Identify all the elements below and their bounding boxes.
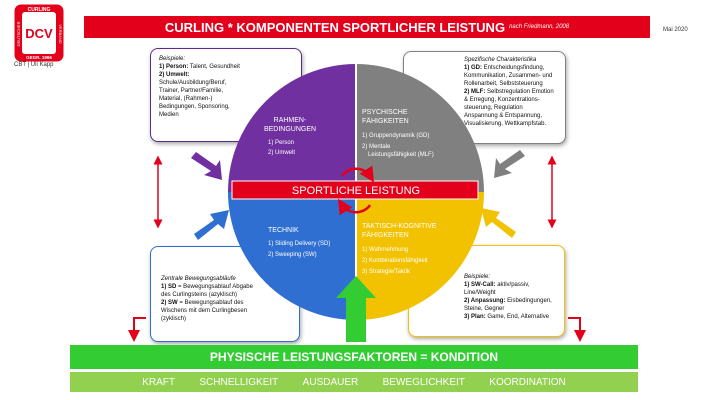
quadrant-item: Leistungsfähigkeit (MLF) (368, 152, 434, 158)
box-item-text: = Bewegungsablauf des (179, 300, 244, 306)
quadrant-item: 1) Wahrnehmung (362, 247, 408, 253)
quadrant-psychische-faehigkeiten (356, 64, 484, 192)
box-item-text: Medien (159, 112, 179, 118)
box-item-text: Kommunikation, Zusammen- und (464, 73, 553, 79)
arrow-green-up (336, 276, 376, 342)
factors-bar: KRAFT SCHNELLIGKEIT AUSDAUER BEWEGLICHKE… (70, 372, 638, 392)
box-item-number: 1) SD (161, 284, 177, 290)
quadrant-title: BEDINGUNGEN (264, 126, 316, 133)
factor-ausdauer: AUSDAUER (302, 376, 359, 388)
box-item-text: Steine, Gegner (464, 306, 505, 312)
cycle-arrow-top (340, 165, 375, 183)
factor-kraft: KRAFT (142, 376, 175, 388)
logo-right-text: VERBAND (58, 24, 63, 43)
box-heading: Beispiele: (464, 274, 491, 280)
box-item-number: 2) MLF: (464, 89, 486, 95)
quadrant-rahmenbedingungen (228, 64, 356, 192)
title-source: nach Friedmann, 2008 (509, 24, 570, 30)
box-item-text: Entscheidungsfindung, (483, 65, 545, 71)
quadrant-title: TAKTISCH-KOGNITIVE (362, 223, 437, 230)
box-item-number: 1) SW-Call: (464, 282, 496, 288)
box-heading: Beispiele: (159, 56, 186, 62)
quadrant-item: 1) Person (268, 140, 294, 146)
cycle-arrow-bottom (337, 198, 372, 216)
factor-beweglichkeit: BEWEGLICHKEIT (382, 376, 465, 388)
arrow-purple (191, 152, 222, 180)
elbow-arrow-right (568, 317, 586, 342)
quadrant-taktisch-kognitiv (356, 192, 484, 320)
box-item-number: 1) GD: (464, 65, 482, 71)
box-item-text: Visualisierung, Wettkampfstab. (464, 121, 547, 127)
box-item-text: Line/Weight (464, 290, 496, 296)
box-item-text: Talent, Gesundheit (189, 64, 240, 70)
factor-koordination: KOORDINATION (489, 376, 566, 388)
box-heading: Spezifische Charakteristika (464, 57, 537, 63)
quadrant-item: 2) Sweeping (SW) (268, 252, 317, 258)
quadrant-technik (228, 192, 356, 320)
box-item-text: Bedingungen, Sponsoring, (159, 104, 230, 110)
quadrant-title: FÄHIGKEITEN (362, 231, 409, 239)
box-heading: Zentrale Bewegungsabläufe (161, 276, 236, 282)
box-item-text: Game, End, Alternative (487, 314, 550, 320)
box-item-text: aktiv/passiv, (497, 282, 530, 288)
quadrant-item: 3) Strategie/Taktik (362, 269, 411, 275)
kondition-label: PHYSISCHE LEISTUNGSFAKTOREN = KONDITION (209, 350, 499, 364)
box-item-text: Eisbedingungen, (507, 298, 552, 304)
box-item-text: = Bewegungsablauf Abgabe (178, 284, 253, 290)
kondition-bar: PHYSISCHE LEISTUNGSFAKTOREN = KONDITION (70, 345, 638, 369)
quadrant-item: 1) Gruppendynamik (GD) (362, 133, 429, 139)
box-item-text: Material, (Rahmen-) (159, 96, 213, 102)
arrow-grey (494, 150, 525, 178)
box-item-text: & Erregung, Konzentrations- (464, 97, 540, 103)
arrow-blue (194, 210, 229, 240)
arrow-yellow (481, 208, 516, 238)
box-item-text: (zyklisch) (161, 316, 186, 322)
sportliche-leistung-label: SPORTLICHE LEISTUNG (292, 185, 420, 197)
quadrant-item: 2) Umwelt (268, 150, 295, 156)
factor-schnelligkeit: SCHNELLIGKEIT (199, 376, 279, 388)
date-label: Mai 2020 (663, 27, 688, 33)
author-credit: CBT | Uli Kapp (14, 62, 54, 68)
quadrant-title: TECHNIK (268, 227, 299, 234)
quadrant-item: 1) Sliding Delivery (SD) (268, 241, 330, 247)
box-item-number: 3) Plan: (464, 314, 486, 320)
box-item-number: 1) Person: (159, 64, 189, 70)
dcv-logo: CURLING GEGR. 1966 DCV DEUTSCHER VERBAND (14, 4, 64, 72)
sportliche-leistung-band (231, 180, 479, 200)
box-item-text: Anspannung & Entspannung, (464, 113, 543, 119)
quadrant-title: PSYCHISCHE (362, 109, 408, 116)
quadrant-title: FÄHIGKEITEN (362, 117, 409, 125)
box-item-number: 2) SW (161, 300, 178, 306)
box-item-text: steuerung, Regulation (464, 105, 523, 111)
title-bar: CURLING * KOMPONENTEN SPORTLICHER LEISTU… (84, 16, 650, 38)
logo-bottom-text: GEGR. 1966 (26, 55, 52, 60)
box-item-text: Trainer, Partner/Familie, (159, 88, 224, 94)
box-item-text: Wischens mit dem Curlingbesen (161, 308, 248, 314)
logo-main-text: DCV (25, 26, 53, 41)
quadrant-item: 2) Mentale (362, 144, 391, 150)
quadrant-item: 2) Kombinationsfähigkeit (362, 258, 428, 264)
box-item-number: 2) Anpassung: (464, 298, 506, 304)
quadrant-title: RAHMEN- (274, 117, 307, 124)
elbow-arrow-left (128, 317, 146, 342)
box-item-text: Schule/Ausbildung/Beruf, (159, 80, 227, 86)
logo-top-text: CURLING (28, 7, 51, 13)
box-item-text: des Curlingsteins (azyklisch) (161, 292, 238, 298)
box-item-text: Rollenarbeit, Selbststeuerung (464, 81, 543, 87)
page-title: CURLING * KOMPONENTEN SPORTLICHER LEISTU… (164, 19, 506, 35)
box-item-text: Selbstregulation Emotion (487, 89, 554, 95)
logo-left-text: DEUTSCHER (16, 21, 21, 46)
box-item-number: 2) Umwelt: (159, 72, 190, 78)
